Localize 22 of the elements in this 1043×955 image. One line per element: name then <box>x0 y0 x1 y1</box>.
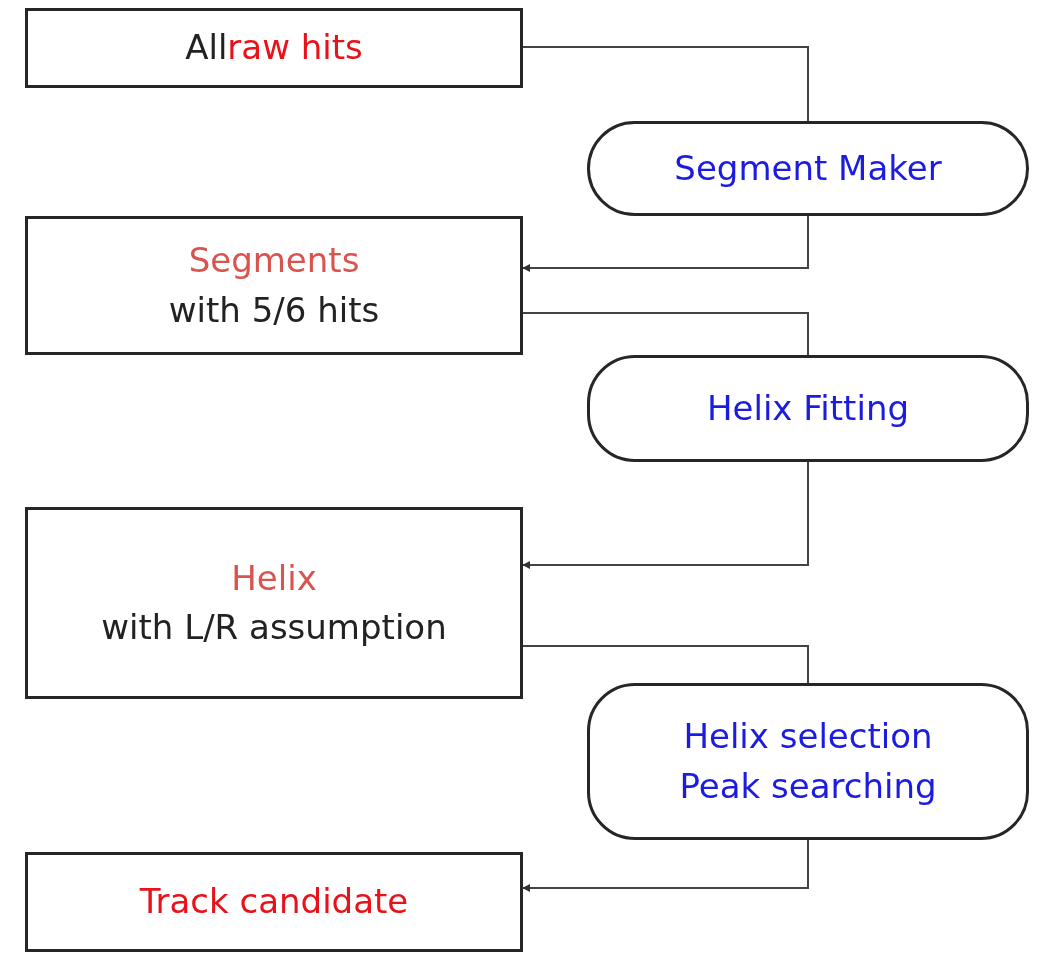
data-box <box>25 852 523 952</box>
node-title: Segment Maker <box>674 146 942 190</box>
connector-line <box>522 46 809 122</box>
data-box <box>25 8 523 88</box>
node-title: Segments <box>188 239 360 283</box>
node-text: with 5/6 hits <box>168 288 380 332</box>
arrow <box>522 839 809 892</box>
arrow <box>522 461 809 569</box>
connector-line <box>522 312 809 356</box>
node-text: with L/R assumption <box>101 606 447 649</box>
node-title: Track candidate <box>139 880 409 924</box>
node-title: Helix Fitting <box>706 386 910 430</box>
node-title: All <box>185 26 228 70</box>
process-pill <box>587 683 1029 840</box>
connector-line <box>522 645 809 684</box>
node-title: Helix selection <box>683 715 933 759</box>
arrow <box>522 215 809 272</box>
node-title: Helix <box>231 556 317 600</box>
node-text: raw hits <box>227 26 363 70</box>
data-box <box>25 216 523 355</box>
node-text: Peak searching <box>679 764 937 808</box>
data-box <box>25 507 523 699</box>
